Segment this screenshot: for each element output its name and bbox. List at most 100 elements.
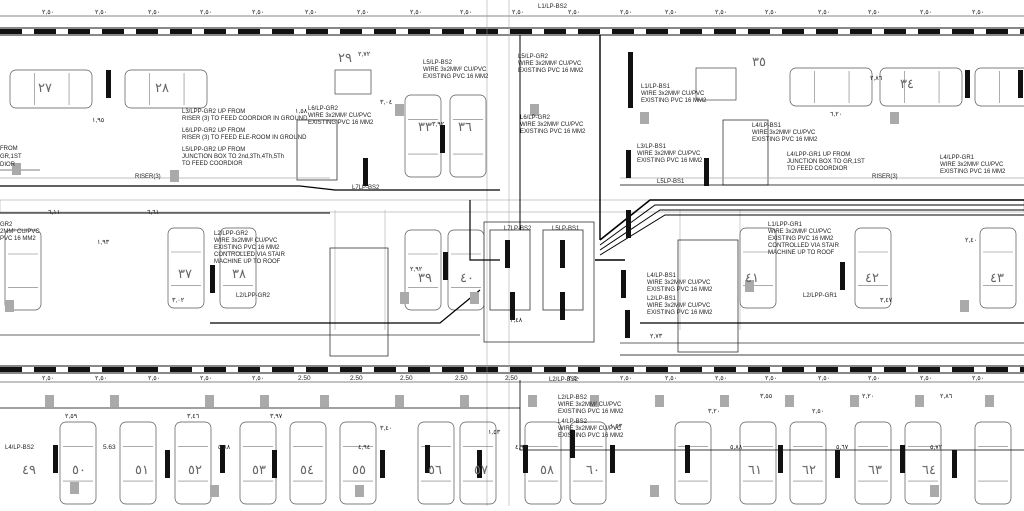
light-fixture [625, 310, 630, 338]
spot-dimension: ٣,٤٠ [380, 425, 392, 432]
spot-dimension: ٦,٢٠ [830, 111, 842, 118]
structural-column [460, 395, 469, 407]
parking-space-number: ٤٢ [865, 270, 879, 285]
spot-dimension: ٦,١١ [48, 209, 60, 216]
car-outline [119, 421, 157, 505]
spot-dimension: ٣,٩٧ [270, 413, 283, 420]
top-dimension: ٢,٥٠ [42, 9, 54, 16]
top-dimension: ٢,٥٠ [665, 9, 677, 16]
structural-column [470, 292, 479, 304]
riser-note: L6/LPP-GR2 UP FROM [182, 128, 245, 134]
label: EXISTING PVC 16 MM2 [558, 409, 624, 415]
light-fixture [560, 292, 565, 320]
structural-column [640, 112, 649, 124]
columns [5, 104, 994, 497]
label-existing: EXISTING PVC 16 MM2 [518, 68, 584, 74]
car-body [789, 421, 827, 505]
spot-dimension: ٣,٠٢ [172, 297, 185, 304]
label: L6/LP-GR2 [520, 115, 551, 121]
mid-dimension: ٢,٥٠ [765, 375, 777, 382]
label: GR2 [0, 222, 13, 228]
spot-dimension: ٣,٤٧ [880, 297, 893, 304]
bottom-dimension: ٥,٦٧ [836, 444, 849, 451]
top-dimension: ٢,٥٠ [305, 9, 317, 16]
top-dimension: ٢,٥٠ [95, 9, 107, 16]
car-body [219, 227, 257, 309]
car-body [124, 69, 208, 109]
label: WIRE 3x2MM² CU/PVC [308, 113, 372, 119]
top-dimension: ٢,٥٠ [765, 9, 777, 16]
structural-column [110, 395, 119, 407]
spot-dimension: ٣,٩٢ [432, 121, 445, 128]
structural-column [590, 395, 599, 407]
light-fixture [621, 270, 626, 298]
label: L7LP-BS2 [352, 185, 380, 191]
spot-dimension: ٢,٢٠ [862, 393, 874, 400]
car-body [854, 421, 892, 505]
structural-column [745, 280, 754, 292]
parking-space-number: ٣٩ [418, 270, 432, 285]
label: L2/LP-BS2 [558, 395, 588, 401]
light-fixture [900, 445, 905, 473]
parking-space-number: ٣٤ [900, 76, 914, 91]
parking-space-number: ٥٤ [300, 462, 314, 477]
label: WIRE 3x2MM² CU/PVC [520, 122, 584, 128]
car-outline [789, 67, 873, 107]
car-body [974, 67, 1024, 107]
spot-dimension: ١,٩٣ [97, 239, 110, 246]
structural-column [930, 485, 939, 497]
top-dimension: ٢,٥٠ [460, 9, 472, 16]
mid-dimension: ٢,٥٠ [252, 375, 264, 382]
structural-column [12, 163, 21, 175]
structural-column [720, 395, 729, 407]
car-body [979, 227, 1017, 309]
light-fixture [272, 450, 277, 478]
mid-dimension: ٢,٥٠ [715, 375, 727, 382]
car-outline [404, 94, 442, 178]
label: L4/LPP-GR1 [940, 155, 975, 161]
structural-column [960, 300, 969, 312]
label: CONTROLLED VIA STAIR [768, 243, 840, 249]
parking-cars [4, 67, 1024, 505]
mid-dimension: ٢,٥٠ [148, 375, 160, 382]
structural-column [400, 292, 409, 304]
structural-column [5, 300, 14, 312]
parking-space-number: ٦٣ [868, 462, 882, 477]
mid-dimension: ٢,٥٠ [42, 375, 54, 382]
parking-space-number: ٥٢ [188, 462, 202, 477]
car-outline [979, 227, 1017, 309]
light-fixture [363, 158, 368, 186]
structural-column [890, 112, 899, 124]
label-l1lp-bs2: L1/LP-BS2 [538, 4, 568, 10]
label: L2/LPP-GR1 [803, 293, 838, 299]
spot-dimension: ٢,٩٢ [410, 266, 423, 273]
mid-dimension: 2.50 [350, 375, 363, 382]
label: L4/LP-BS1 [752, 123, 782, 129]
mid-dimension: ٢,٥٠ [95, 375, 107, 382]
car-outline [789, 421, 827, 505]
spot-dimension: ٢,٨٦ [870, 75, 883, 82]
label: EXISTING PVC 16 MM2 [214, 245, 280, 251]
parking-space-number: ٤٣ [990, 270, 1004, 285]
car-outline [219, 227, 257, 309]
label: RISER(3) [872, 174, 898, 180]
mid-dimension: ٢,٥٠ [665, 375, 677, 382]
car-body [174, 421, 212, 505]
car-body [167, 227, 205, 309]
light-fixture [380, 450, 385, 478]
riser-note: JUNCTION BOX TO 2nd,3Th,4Th,5Th [182, 154, 284, 160]
light-fixture [840, 262, 845, 290]
light-fixture [560, 240, 565, 268]
structural-column [355, 485, 364, 497]
light-fixture [778, 445, 783, 473]
mid-dimension: ٢,٥٠ [568, 375, 580, 382]
car-body [974, 421, 1012, 505]
light-fixture [425, 445, 430, 473]
bottom-text: L2/LP-BS2 L2/LP-BS2 WIRE 3x2MM² CU/PVC E… [5, 377, 624, 451]
label: PVC 16 MM2 [0, 236, 36, 242]
structural-column [528, 395, 537, 407]
car-body [449, 94, 487, 178]
parking-space-number: ٥٧ [474, 462, 488, 477]
parking-space-number: ٣٧ [178, 266, 192, 281]
label-l1lp-bs1: L1/LP-BS1 [641, 84, 671, 90]
